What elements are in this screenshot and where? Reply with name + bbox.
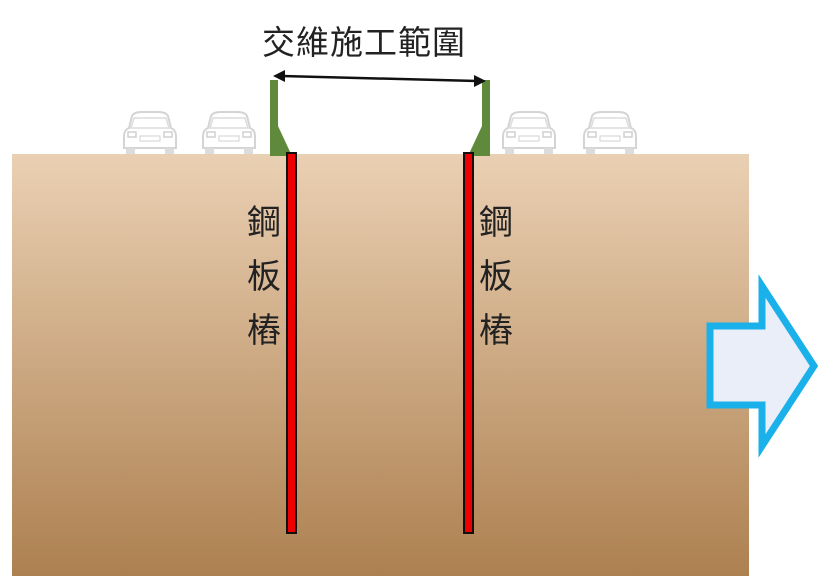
right-pile-label-char: 樁	[479, 311, 513, 351]
right-pile-label-char: 板	[479, 257, 513, 297]
left-barrier	[270, 80, 292, 156]
work-range-title: 交維施工範圍	[262, 23, 466, 62]
left-pile-label-char: 樁	[247, 311, 281, 351]
left-pile-label: 鋼 板 樁	[242, 196, 286, 358]
car-icon	[123, 111, 177, 155]
right-pile-label-char: 鋼	[479, 203, 513, 243]
soil-block	[12, 154, 749, 576]
double-arrow-icon	[273, 70, 486, 87]
right-pile-label: 鋼 板 樁	[474, 196, 518, 358]
left-pile-label-char: 鋼	[247, 203, 281, 243]
right-sheet-pile	[463, 152, 474, 534]
arrow-right-icon	[706, 274, 819, 458]
left-pile-label-char: 板	[247, 257, 281, 297]
car-icon	[502, 111, 556, 155]
right-barrier	[468, 80, 490, 156]
car-icon	[202, 111, 256, 155]
left-sheet-pile	[286, 152, 297, 534]
car-icon	[583, 111, 637, 155]
